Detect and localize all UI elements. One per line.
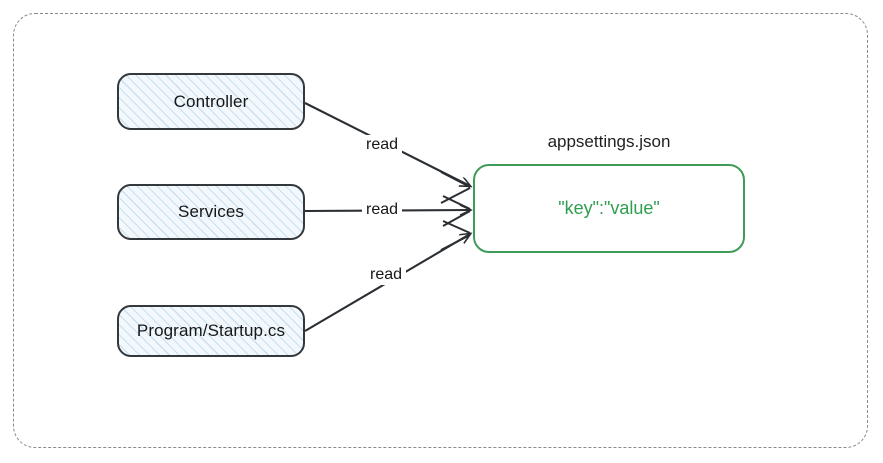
source-box-label: Controller [173, 91, 249, 111]
edge-label-read-program: read [366, 265, 407, 285]
diagram-frame [13, 13, 868, 448]
config-key-value-text: "key":"value" [558, 198, 660, 218]
edge-label-read-services: read [362, 200, 403, 220]
arrowhead-cluster [440, 171, 471, 251]
source-box-services[interactable]: Services [117, 184, 305, 240]
source-box-label: Services [178, 202, 244, 221]
edge-label-read-controller: read [362, 135, 403, 155]
source-box-controller[interactable]: Controller [117, 73, 305, 130]
appsettings-title-label: appsettings.json [547, 132, 671, 151]
source-box-label: Program/Startup.cs [136, 321, 286, 340]
source-box-program-startup[interactable]: Program/Startup.cs [117, 305, 305, 357]
appsettings-config-box[interactable]: "key":"value" [473, 164, 745, 253]
